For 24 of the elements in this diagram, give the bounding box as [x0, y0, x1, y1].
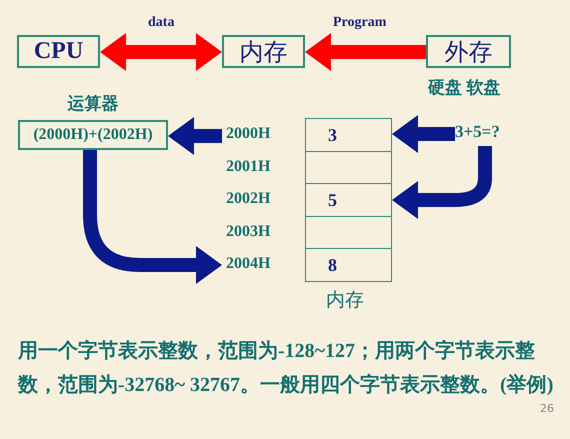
- expression-text: 3+5=?: [455, 122, 515, 146]
- address-label: 2002H: [226, 190, 270, 208]
- process-box: CPU: [17, 35, 100, 68]
- formula-text: (2000H)+(2002H): [33, 126, 153, 144]
- address-label: 2000H: [226, 125, 270, 143]
- edge-label: Program: [333, 15, 386, 31]
- arrow: [83, 150, 222, 284]
- process-box: 内存: [222, 35, 305, 68]
- arrow: [100, 33, 222, 71]
- address-label: 2003H: [226, 222, 270, 241]
- arrow: [305, 33, 426, 71]
- address-label: 2004H: [226, 255, 270, 274]
- heading-text: 内存: [326, 289, 364, 313]
- cell-value: 8: [328, 255, 337, 276]
- edge-label: data: [148, 15, 174, 31]
- heading-text: 运算器: [68, 93, 118, 115]
- arrow: [168, 117, 222, 155]
- address-label: 2001H: [226, 158, 270, 176]
- caption-text: 硬盘 软盘: [428, 77, 500, 99]
- cell-value: 5: [328, 190, 337, 210]
- arrow: [392, 115, 455, 153]
- cell-value: 3: [328, 125, 337, 145]
- page-number: 26: [540, 402, 555, 415]
- body-text: 用一个字节表示整数，范围为-128~127；用两个字节表示整数，范围为-32768~ 32767。一般用四个字节表示整数。(举例): [18, 338, 554, 398]
